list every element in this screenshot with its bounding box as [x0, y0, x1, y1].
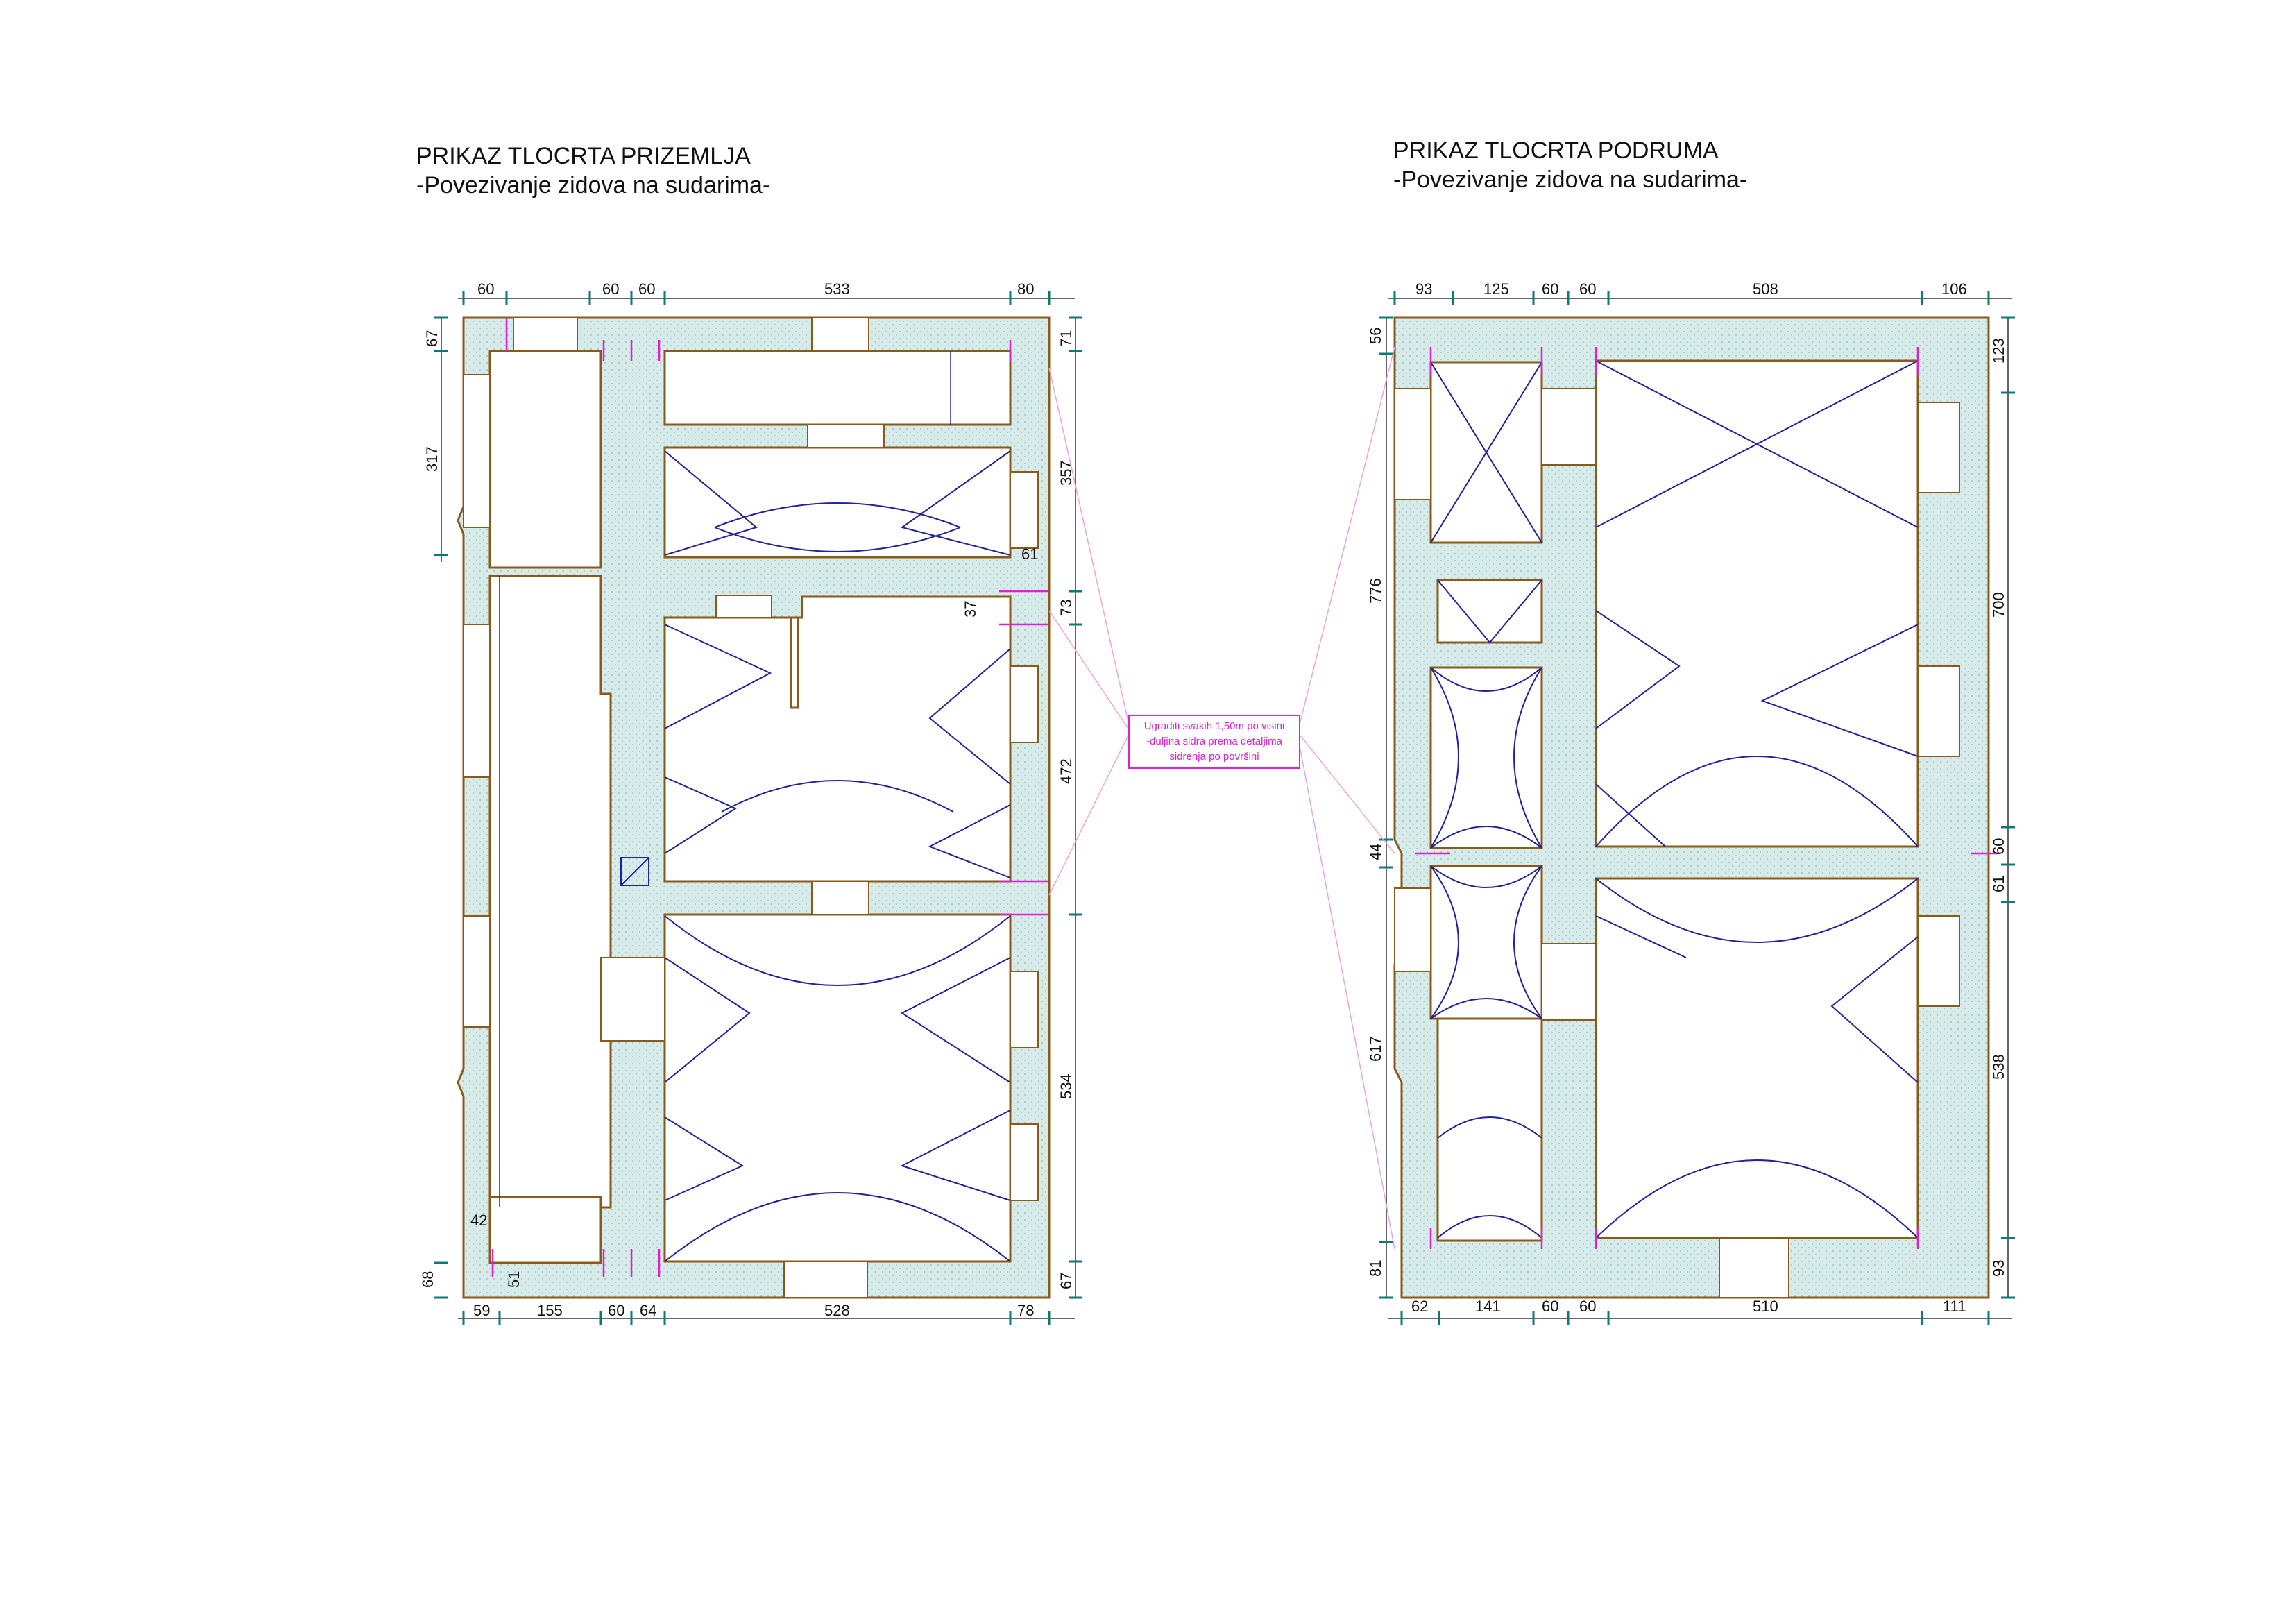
dim-bottom-5: 528 [824, 1302, 850, 1319]
anchor-note-line-2: -duljina sidra prema detaljima [1146, 736, 1282, 747]
dim-left-1: 67 [423, 330, 441, 347]
dim-top-5: 80 [1017, 280, 1034, 298]
bs-dim-top-5: 508 [1753, 280, 1778, 298]
basement-heading: PRIKAZ TLOCRTA PODRUMA [1393, 137, 1719, 164]
dim-left-3: 68 [419, 1271, 436, 1288]
bs-room-6 [1595, 359, 1919, 848]
bs-dim-right-1: 123 [1990, 338, 2007, 364]
bs-dim-top-2: 125 [1483, 280, 1509, 298]
bs-dim-bottom-1: 62 [1411, 1298, 1428, 1315]
dim-top-1: 60 [477, 280, 494, 298]
room-corridor [488, 575, 612, 1209]
bs-dim-left-4: 617 [1367, 1036, 1384, 1062]
anchor-note: Ugraditi svakih 1,50m po visini -duljina… [1128, 715, 1300, 769]
dim-right-1: 71 [1057, 330, 1075, 347]
room-top-strip [663, 350, 1012, 426]
dim-left-2: 317 [423, 446, 441, 472]
dim-inner-1: 61 [1021, 545, 1038, 563]
ground-floor-plan: 60 60 60 533 80 59 155 60 64 528 78 67 3… [419, 280, 1082, 1325]
ground-floor-subtitle: -Povezivanje zidova na sudarima- [416, 172, 771, 198]
room-3 [663, 595, 1012, 883]
bs-room-2 [1436, 579, 1543, 644]
bs-dim-left-5: 81 [1367, 1260, 1384, 1277]
dim-bottom-6: 78 [1017, 1302, 1034, 1319]
bs-dim-bottom-2: 141 [1475, 1298, 1501, 1315]
basement-plan: 93 125 60 60 508 106 62 141 60 60 510 11… [1367, 280, 2015, 1325]
dim-bottom-1: 59 [473, 1302, 490, 1319]
dim-bottom-4: 64 [640, 1302, 656, 1319]
bs-dim-right-4: 61 [1990, 876, 2007, 892]
dim-bottom-3: 60 [608, 1302, 624, 1319]
note-leaders [1048, 346, 1395, 1250]
room-4 [663, 913, 1012, 1263]
ground-floor-heading: PRIKAZ TLOCRTA PRIZEMLJA [416, 143, 751, 169]
basement-subtitle: -Povezivanje zidova na sudarima- [1393, 167, 1748, 193]
dim-right-4: 472 [1057, 758, 1075, 784]
dim-top-4: 533 [824, 280, 850, 298]
bs-room-7 [1595, 877, 1919, 1239]
dim-top-2: 60 [602, 280, 619, 298]
dim-top-3: 60 [638, 280, 655, 298]
bs-room-5 [1436, 1017, 1543, 1242]
bs-dim-right-3: 60 [1990, 838, 2007, 855]
dim-right-5: 534 [1057, 1073, 1075, 1099]
bs-dim-bottom-4: 60 [1579, 1298, 1596, 1315]
anchor-note-line-3: sidrenja po površini [1169, 751, 1259, 763]
bs-dim-bottom-3: 60 [1542, 1298, 1558, 1315]
bs-dim-right-2: 700 [1990, 592, 2007, 618]
dim-right-2: 357 [1057, 460, 1075, 486]
dim-bottom-2: 155 [537, 1302, 563, 1319]
bs-dim-top-4: 60 [1579, 280, 1596, 298]
bs-dim-left-1: 56 [1367, 328, 1384, 344]
bs-room-4 [1429, 865, 1543, 1020]
dim-right-3: 73 [1057, 600, 1075, 616]
dim-right-6: 67 [1057, 1273, 1075, 1289]
bs-dim-bottom-5: 510 [1753, 1298, 1778, 1315]
anchor-note-line-1: Ugraditi svakih 1,50m po visini [1143, 720, 1285, 732]
bs-dim-right-5: 538 [1990, 1054, 2007, 1080]
bs-dim-top-1: 93 [1415, 280, 1432, 298]
room-stair-top [488, 350, 602, 569]
ground-floor-title: PRIKAZ TLOCRTA PRIZEMLJA -Povezivanje zi… [416, 142, 770, 200]
bs-dim-right-6: 93 [1990, 1260, 2007, 1277]
dim-inner-2: 37 [962, 601, 979, 618]
bs-dim-top-6: 106 [1941, 280, 1967, 298]
bs-dim-bottom-6: 111 [1943, 1298, 1966, 1315]
bs-room-3 [1429, 666, 1543, 849]
bs-dim-left-3: 44 [1367, 844, 1384, 860]
dim-inner-3: 42 [470, 1212, 487, 1229]
bs-dim-top-3: 60 [1542, 280, 1558, 298]
room-small-bottom [488, 1196, 602, 1264]
basement-title: PRIKAZ TLOCRTA PODRUMA -Povezivanje zido… [1393, 136, 1747, 194]
dim-inner-4: 51 [505, 1271, 522, 1288]
bs-dim-left-2: 776 [1367, 578, 1384, 604]
